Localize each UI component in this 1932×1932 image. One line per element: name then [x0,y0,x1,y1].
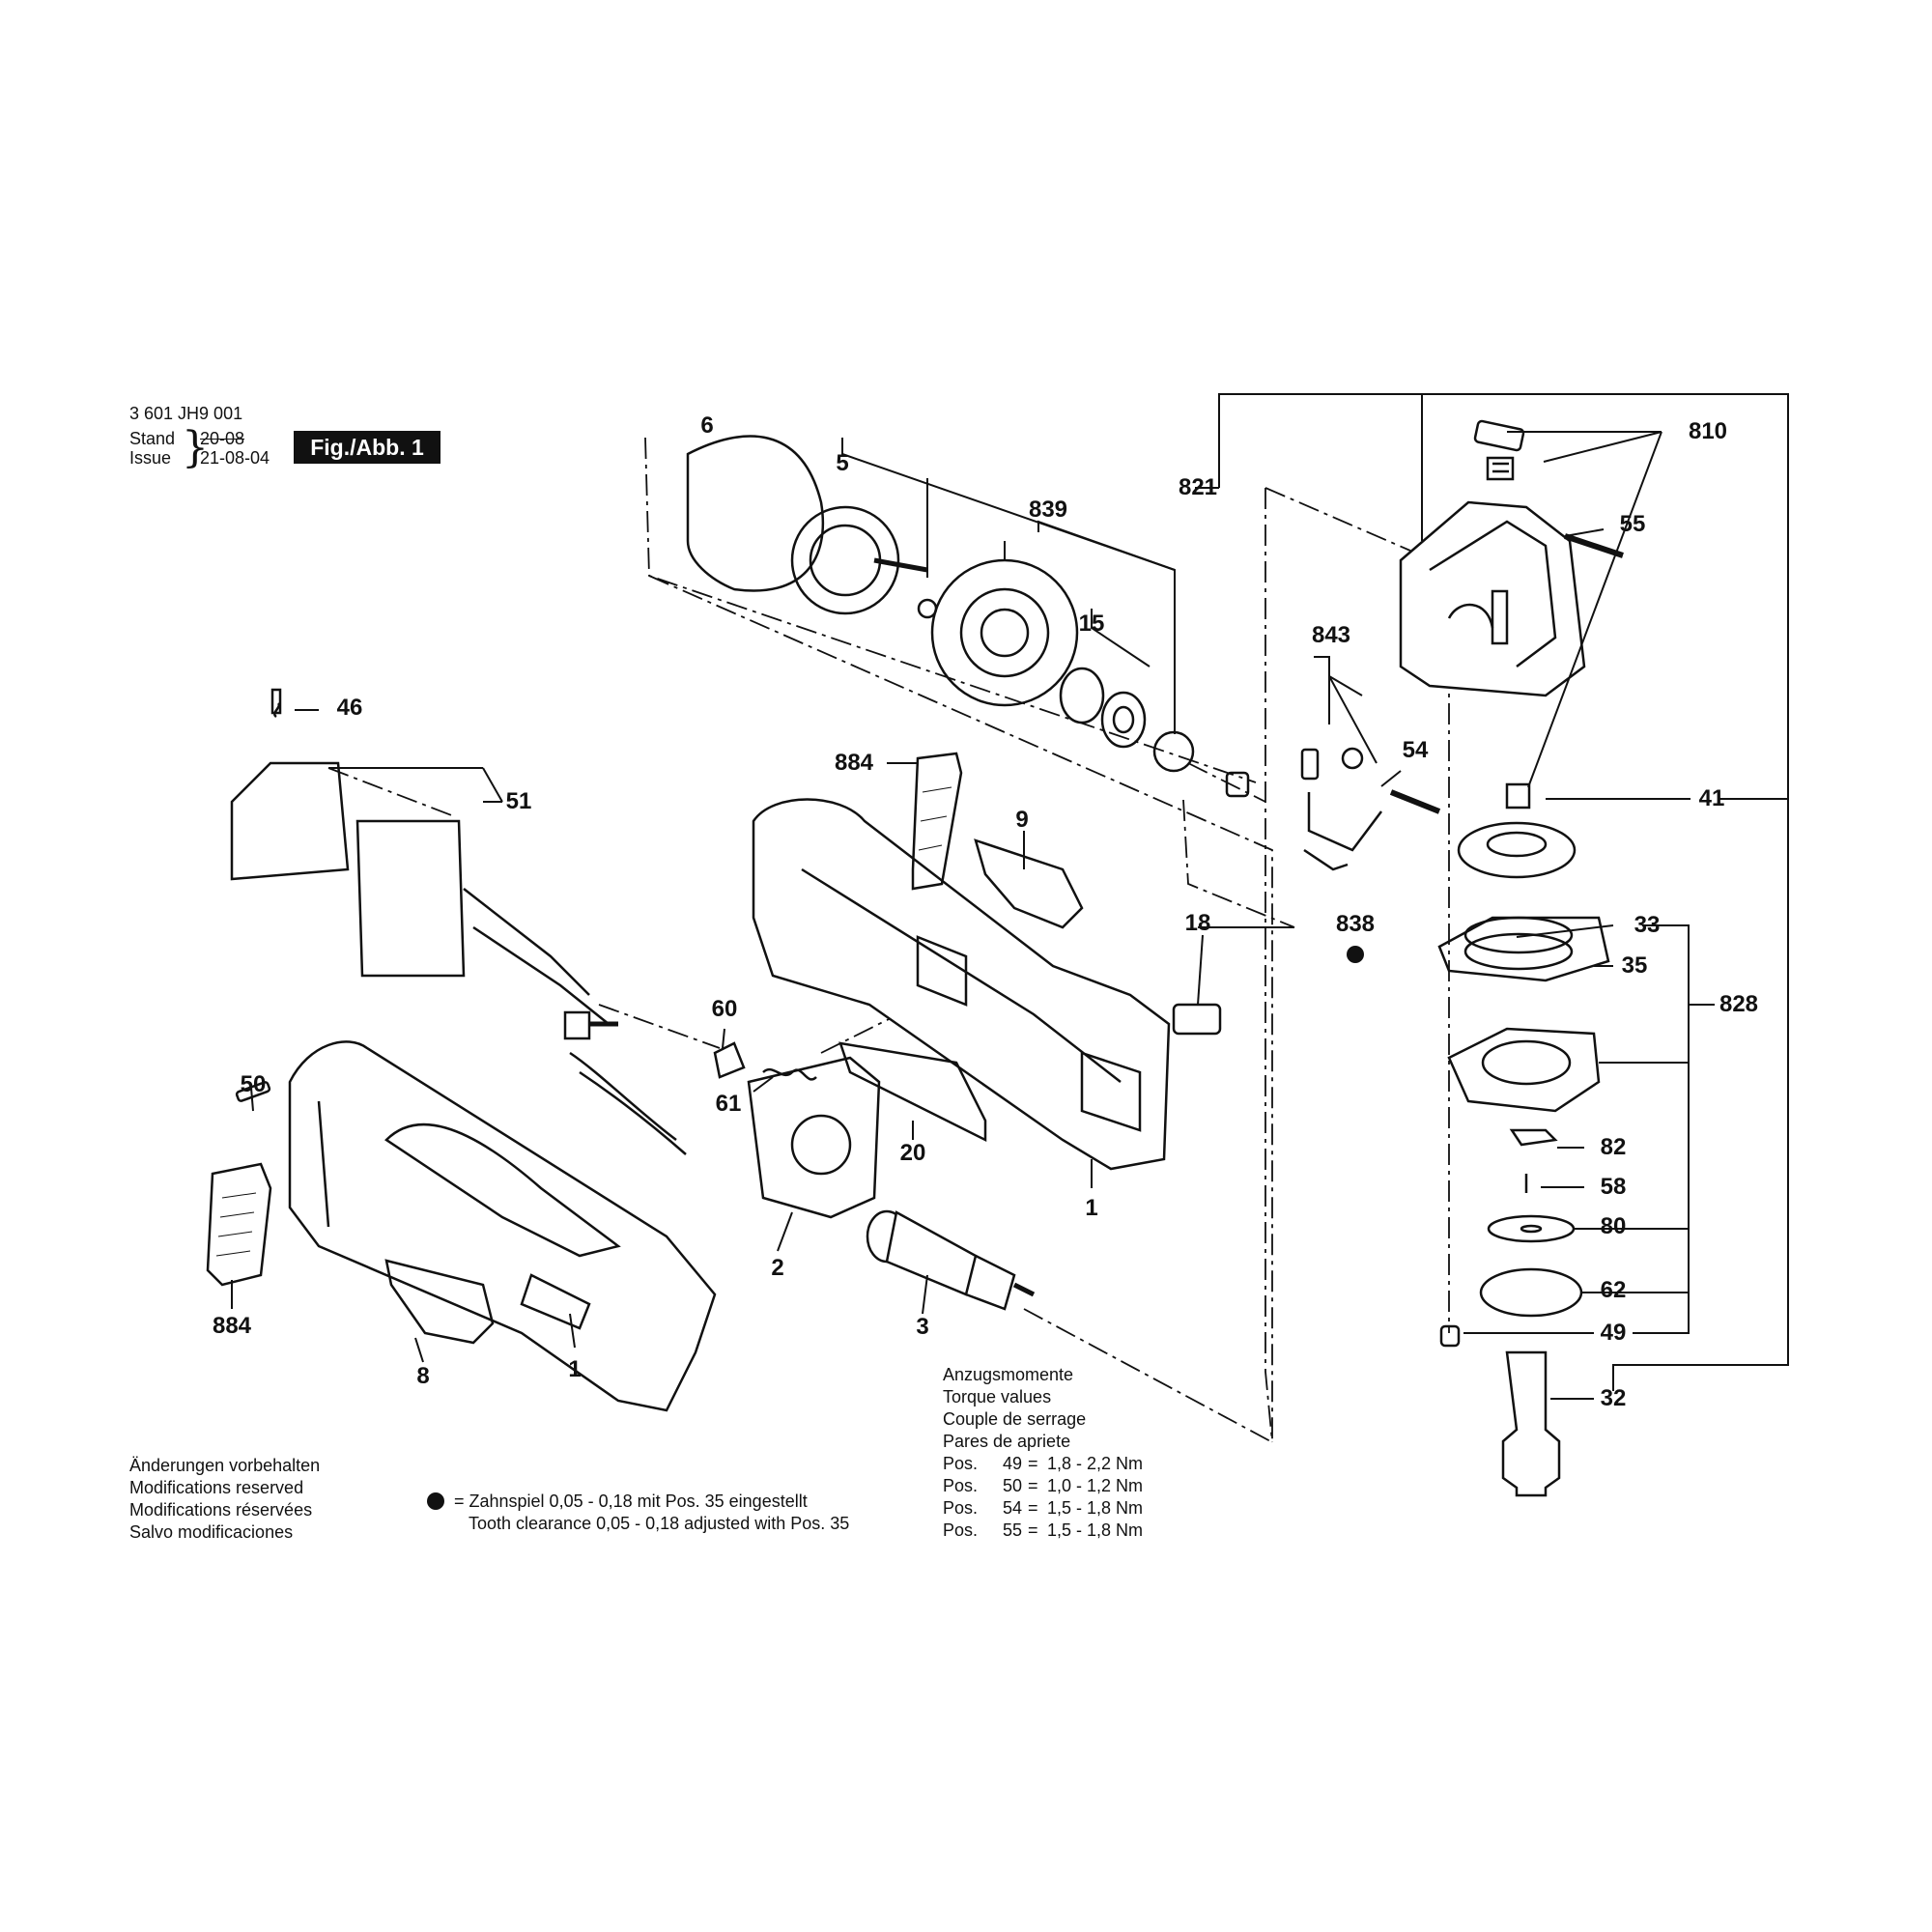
part-label-15: 15 [1078,611,1105,637]
part-label-32: 32 [1600,1385,1627,1411]
gear-head-housing [1399,419,1624,810]
torque-pos-number: 50 [1002,1476,1022,1495]
stand-value: 20-08 [200,429,245,448]
motor-armature [866,1209,1036,1311]
torque-eq: = [1028,1476,1038,1495]
part-label-884-top: 884 [834,750,874,776]
torque-row: Pos. 55 = 1,5 - 1,8 Nm [943,1520,1143,1542]
torque-row: Pos. 54 = 1,5 - 1,8 Nm [943,1497,1143,1520]
torque-pos: Pos. [943,1454,979,1473]
part-label-838: 838 [1335,911,1376,937]
torque-row: Pos. 49 = 1,8 - 2,2 Nm [943,1453,1143,1475]
part-label-54: 54 [1402,737,1429,763]
label-sticker-9 [974,838,1084,929]
part-label-839: 839 [1028,497,1068,523]
torque-title-fr: Couple de serrage [943,1409,1087,1429]
spindle-lock-assembly [1300,747,1441,871]
part-label-8: 8 [416,1363,430,1389]
part-label-46: 46 [336,695,363,721]
brace-symbol: } [182,423,209,472]
torque-eq: = [1028,1454,1038,1473]
part-label-61: 61 [715,1091,742,1117]
modifications-note-es: Salvo modificaciones [129,1522,294,1542]
figure-badge: Fig./Abb. 1 [294,431,440,464]
brush-lever-20 [838,1041,987,1143]
issue-label: Issue [129,448,172,468]
clearance-bullet-dot [427,1492,444,1510]
torque-values-table: Anzugsmomente Torque values Couple de se… [943,1364,1143,1542]
torque-title-en: Torque values [943,1387,1052,1406]
part-label-80: 80 [1600,1213,1627,1239]
label-sticker-8 [384,1259,495,1345]
part-label-62: 62 [1600,1277,1627,1303]
modifications-note-en: Modifications reserved [129,1478,304,1497]
part-label-35: 35 [1621,952,1648,979]
torque-title-de: Anzugsmomente [943,1365,1074,1384]
modifications-note-de: Änderungen vorbehalten [129,1456,321,1475]
torque-eq: = [1028,1520,1038,1540]
document-number: 3 601 JH9 001 [129,404,243,423]
leader-lines [231,393,1789,1400]
part-label-58: 58 [1600,1174,1627,1200]
torque-pos: Pos. [943,1476,979,1495]
issue-value: 21-08-04 [200,448,270,468]
part-label-6: 6 [700,412,714,439]
air-grille-right [911,752,963,891]
fan-guard-assembly [686,435,1250,798]
part-label-884-bottom: 884 [212,1313,252,1339]
part-label-5: 5 [836,450,849,476]
part-label-810: 810 [1688,418,1728,444]
switch-part-60 [713,1041,746,1079]
clearance-note-en: Tooth clearance 0,05 - 0,18 adjusted wit… [469,1514,850,1533]
part-label-843: 843 [1311,622,1351,648]
part-label-9: 9 [1015,807,1029,833]
torque-value: 1,5 - 1,8 Nm [1047,1498,1144,1518]
part-label-41: 41 [1698,785,1725,811]
torque-pos-number: 49 [1002,1454,1022,1473]
clearance-marker-dot [1347,946,1364,963]
torque-value: 1,8 - 2,2 Nm [1047,1454,1144,1473]
part-label-82: 82 [1600,1134,1627,1160]
torque-pos-number: 54 [1002,1498,1022,1518]
cover-plate-18 [1172,1003,1222,1036]
part-label-20: 20 [899,1140,926,1166]
part-label-18: 18 [1184,910,1211,936]
torque-pos: Pos. [943,1498,979,1518]
clearance-note-de: = Zahnspiel 0,05 - 0,18 mit Pos. 35 eing… [454,1492,808,1511]
part-label-2: 2 [771,1255,784,1281]
air-grille-left [206,1162,272,1287]
motor-housing-half-left [288,1040,717,1412]
electronics-module [230,688,618,1040]
part-label-3: 3 [916,1314,929,1340]
torque-value: 1,5 - 1,8 Nm [1047,1520,1144,1540]
assembly-axis-lines [327,437,1450,1443]
part-label-1-right: 1 [1085,1195,1098,1221]
part-label-51: 51 [505,788,532,814]
screw-50 [235,1081,271,1102]
part-label-55: 55 [1619,511,1646,537]
motor-stator [569,1051,881,1219]
spring-61 [762,1067,817,1081]
spring-46 [273,702,281,719]
part-label-828: 828 [1719,991,1759,1017]
torque-pos-number: 55 [1002,1520,1022,1540]
stand-label: Stand [129,429,176,448]
modifications-note-fr: Modifications réservées [129,1500,313,1520]
part-label-50: 50 [240,1071,267,1097]
motor-housing-half-right [752,798,1171,1171]
torque-pos: Pos. [943,1520,979,1540]
bevel-gear-assembly [1437,821,1610,1497]
torque-value: 1,0 - 1,2 Nm [1047,1476,1144,1495]
part-label-1-left: 1 [568,1356,582,1382]
part-label-821: 821 [1178,474,1218,500]
part-label-33: 33 [1634,912,1661,938]
torque-eq: = [1028,1498,1038,1518]
torque-row: Pos. 50 = 1,0 - 1,2 Nm [943,1475,1143,1497]
part-label-60: 60 [711,996,738,1022]
torque-title-es: Pares de apriete [943,1432,1071,1451]
part-label-49: 49 [1600,1320,1627,1346]
